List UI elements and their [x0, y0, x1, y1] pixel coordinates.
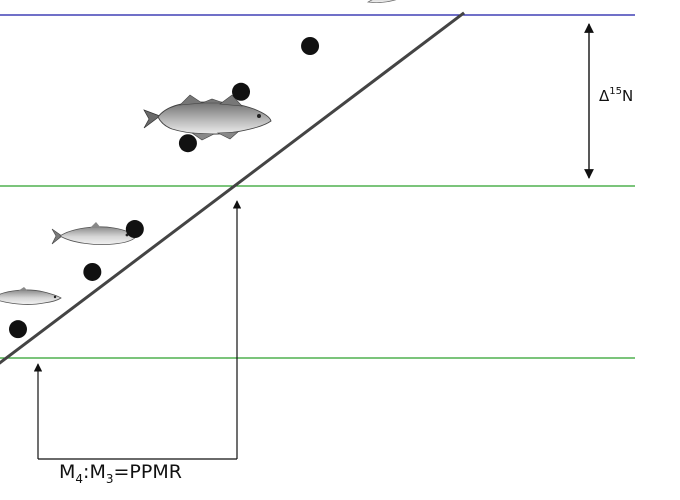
- delta-n-label: Δ15N: [599, 86, 633, 105]
- cod-icon: [143, 94, 272, 141]
- ppmr-label: M4:M3=PPMR: [59, 461, 182, 486]
- data-point: [178, 134, 197, 153]
- data-point: [9, 320, 27, 339]
- regression-line: [0, 11, 465, 365]
- herring-icon: [51, 222, 137, 245]
- sprat-icon: [0, 287, 62, 305]
- data-point: [125, 220, 144, 239]
- data-point: [232, 82, 251, 101]
- plot-layer: [0, 11, 465, 365]
- top-fish-icon: [366, 0, 397, 3]
- data-point: [83, 262, 102, 281]
- data-point: [301, 37, 320, 55]
